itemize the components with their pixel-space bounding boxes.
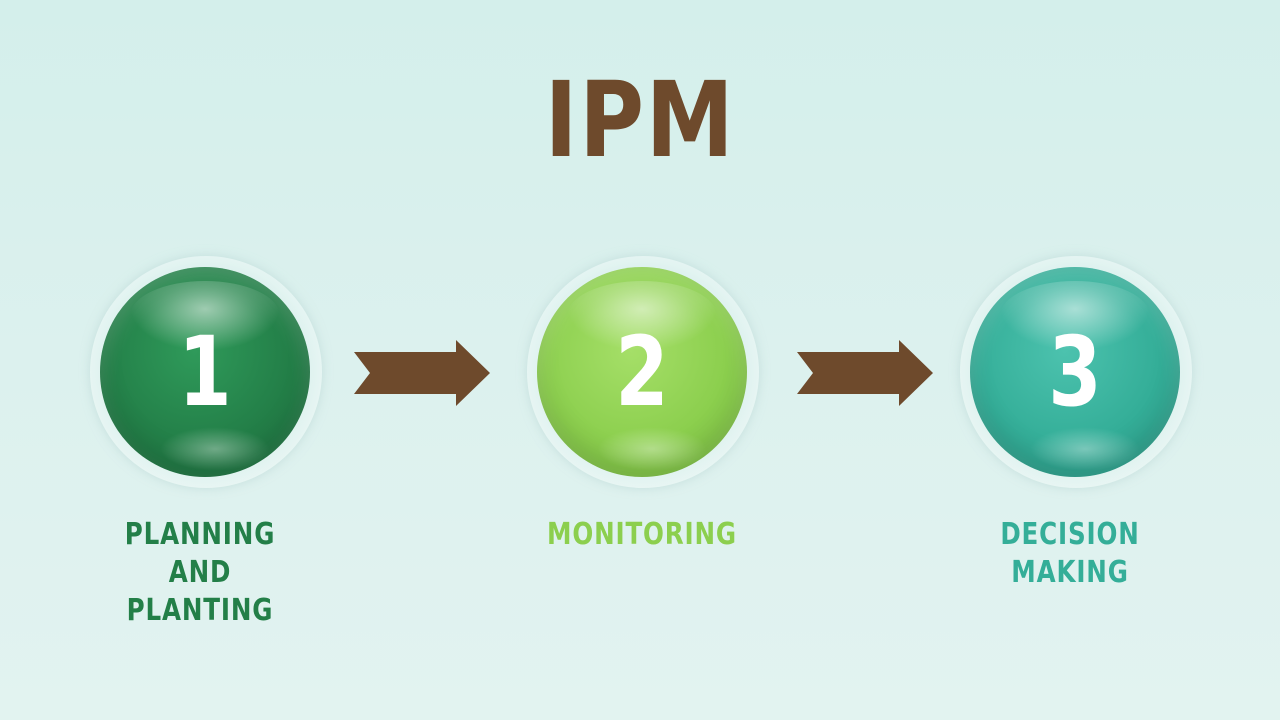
step-2-number: 2 bbox=[615, 316, 669, 428]
diagram-title: IPM bbox=[544, 59, 736, 181]
step-1-ball: 1 bbox=[100, 267, 310, 477]
step-2-label: MONITORING bbox=[547, 517, 737, 552]
arrow-right-icon bbox=[797, 340, 933, 406]
step-1-number: 1 bbox=[178, 316, 232, 428]
arrow-right-icon bbox=[354, 340, 490, 406]
step-2-ball: 2 bbox=[537, 267, 747, 477]
step-1-circle: 1 bbox=[90, 256, 330, 496]
step-2-circle: 2 bbox=[527, 256, 767, 496]
step-3-label: DECISION MAKING bbox=[1000, 517, 1140, 590]
step-3-circle: 3 bbox=[960, 256, 1200, 496]
step-3-number: 3 bbox=[1048, 316, 1102, 428]
step-3-ball: 3 bbox=[970, 267, 1180, 477]
step-1-label: PLANNING AND PLANTING bbox=[124, 517, 276, 628]
